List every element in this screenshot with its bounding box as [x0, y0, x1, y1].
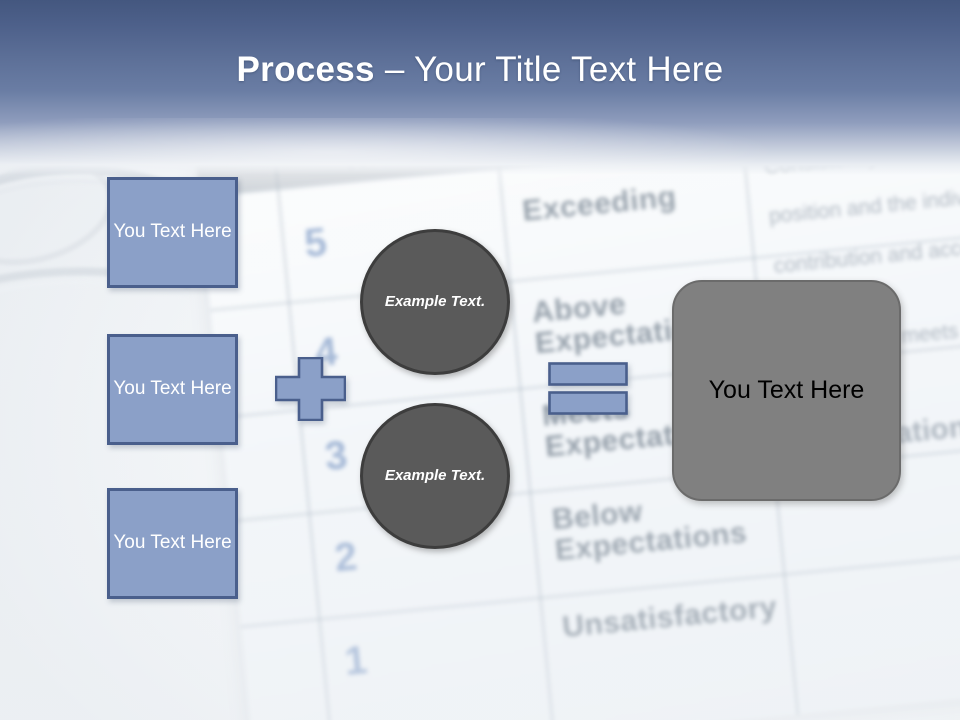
form-rating-description: contribution and acco — [772, 235, 960, 279]
plus-sign-icon — [275, 357, 346, 421]
page-title: Process – Your Title Text Here — [0, 50, 960, 90]
form-rating-number: 2 — [332, 534, 360, 581]
form-rating-label: Unsatisfactory — [560, 590, 779, 644]
process-circle-2[interactable]: Example Text. — [360, 403, 510, 549]
input-box-1-label: You Text Here — [113, 221, 232, 243]
input-box-2-label: You Text Here — [113, 378, 232, 400]
input-box-3[interactable]: You Text Here — [107, 488, 238, 599]
page-title-rest: – Your Title Text Here — [374, 50, 724, 89]
page-title-strong: Process — [236, 50, 375, 89]
result-box-label: You Text Here — [708, 376, 865, 404]
input-box-3-label: You Text Here — [113, 532, 232, 554]
process-circle-1-label: Example Text. — [384, 293, 486, 311]
input-box-2[interactable]: You Text Here — [107, 334, 238, 445]
form-rating-label: Exceeding — [520, 180, 678, 228]
input-box-1[interactable]: You Text Here — [107, 177, 238, 288]
form-rating-number: 3 — [322, 432, 350, 479]
process-circle-1[interactable]: Example Text. — [360, 229, 510, 375]
process-circle-2-label: Example Text. — [384, 467, 486, 485]
form-rating-number: 1 — [342, 637, 370, 684]
form-rating-description: position and the indivi — [767, 185, 960, 229]
equals-sign-icon — [548, 362, 628, 415]
result-box[interactable]: You Text Here — [672, 280, 901, 501]
